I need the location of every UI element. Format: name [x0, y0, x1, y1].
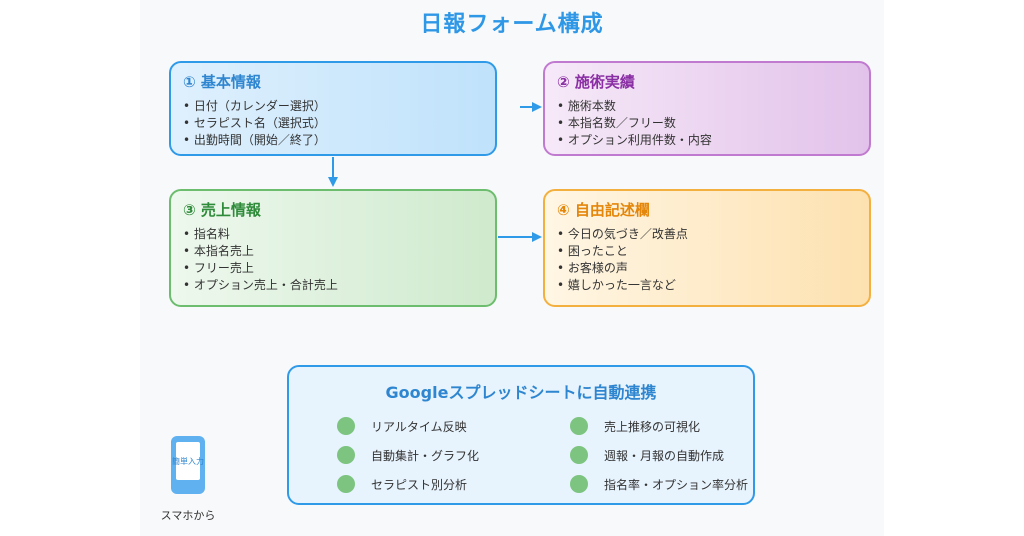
phone-screen: [176, 442, 200, 480]
card-item: オプション利用件数・内容: [557, 132, 857, 149]
phone-caption: スマホから: [160, 509, 216, 522]
card-item: 本指名数／フリー数: [557, 115, 857, 132]
feature-label: 自動集計・グラフ化: [371, 448, 480, 463]
card-heading: ① 基本情報: [183, 73, 261, 91]
feature-label: 指名率・オプション率分析: [604, 477, 749, 492]
feature-label: セラピスト別分析: [371, 477, 468, 492]
feature-item: 売上推移の可視化: [570, 417, 700, 435]
feature-item: 指名率・オプション率分析: [570, 475, 748, 493]
card-item: 施術本数: [557, 98, 857, 115]
sheets-title: Googleスプレッドシートに自動連携: [385, 383, 657, 402]
feature-item: リアルタイム反映: [337, 417, 467, 435]
card-item: 出勤時間（開始／終了）: [183, 132, 483, 149]
card-item: 嬉しかった一言など: [557, 277, 857, 294]
feature-label: 売上推移の可視化: [604, 419, 701, 434]
card-item: セラピスト名（選択式）: [183, 115, 483, 132]
card-sales-info: ③ 売上情報 指名料 本指名売上 フリー売上 オプション売上・合計売上: [169, 189, 497, 307]
feature-dot-icon: [570, 446, 588, 464]
card-item: お客様の声: [557, 260, 857, 277]
page-title: 日報フォーム構成: [420, 12, 604, 37]
feature-dot-icon: [337, 475, 355, 493]
feature-item: 自動集計・グラフ化: [337, 446, 479, 464]
card-heading: ③ 売上情報: [183, 201, 261, 219]
phone-screen-text: 簡単入力: [172, 457, 204, 466]
feature-dot-icon: [570, 475, 588, 493]
card-item: 今日の気づき／改善点: [557, 226, 857, 243]
feature-item: 週報・月報の自動作成: [570, 446, 724, 464]
feature-dot-icon: [570, 417, 588, 435]
card-heading: ④ 自由記述欄: [557, 201, 650, 219]
card-treatment-results: ② 施術実績 施術本数 本指名数／フリー数 オプション利用件数・内容: [543, 61, 871, 156]
card-basic-info: ① 基本情報 日付（カレンダー選択） セラピスト名（選択式） 出勤時間（開始／終…: [169, 61, 497, 156]
sheets-integration-box: Googleスプレッドシートに自動連携 リアルタイム反映 自動集計・グラフ化 セ…: [287, 365, 755, 505]
card-item: 日付（カレンダー選択）: [183, 98, 483, 115]
smartphone-icon: 簡単入力: [171, 436, 205, 494]
card-item: フリー売上: [183, 260, 483, 277]
feature-label: 週報・月報の自動作成: [604, 448, 725, 463]
feature-dot-icon: [337, 446, 355, 464]
feature-dot-icon: [337, 417, 355, 435]
card-item: オプション売上・合計売上: [183, 277, 483, 294]
card-item: 困ったこと: [557, 243, 857, 260]
feature-item: セラピスト別分析: [337, 475, 467, 493]
card-item: 指名料: [183, 226, 483, 243]
card-item: 本指名売上: [183, 243, 483, 260]
card-heading: ② 施術実績: [557, 73, 635, 91]
card-free-notes: ④ 自由記述欄 今日の気づき／改善点 困ったこと お客様の声 嬉しかった一言など: [543, 189, 871, 307]
feature-label: リアルタイム反映: [371, 419, 467, 434]
